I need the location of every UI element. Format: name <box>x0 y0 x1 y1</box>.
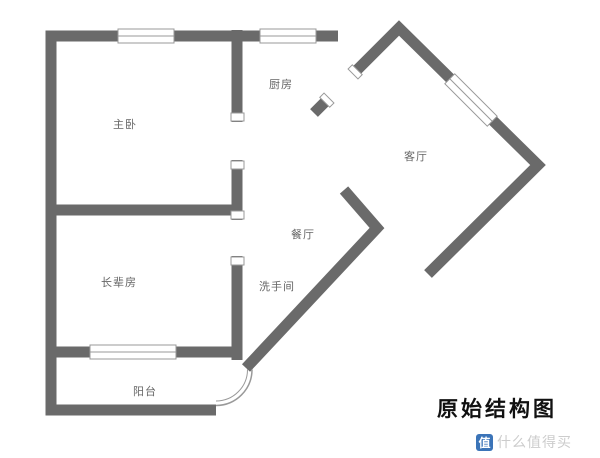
watermark-badge-icon: 值 <box>476 433 493 451</box>
doors-group <box>229 64 363 266</box>
balcony-curve <box>215 369 253 407</box>
room-label-balcony: 阳台 <box>133 386 157 398</box>
page-title: 原始结构图 <box>437 398 557 421</box>
watermark-text: 什么值得买 <box>497 434 572 450</box>
balcony-curve-inner <box>215 369 248 402</box>
window-icon <box>259 28 317 44</box>
door-opening-kitchen <box>319 64 363 108</box>
balcony-curve-outer <box>215 369 253 407</box>
door-opening-elder-room <box>229 210 246 266</box>
windows-group <box>89 28 498 360</box>
window-icon <box>89 344 177 360</box>
room-label-master-bedroom: 主卧 <box>113 119 137 131</box>
watermark: 值 什么值得买 <box>476 432 572 452</box>
entry-bathroom-diagonal-wall <box>241 186 385 372</box>
room-label-kitchen: 厨房 <box>269 79 293 91</box>
door-opening-master <box>229 112 246 170</box>
room-label-bathroom: 洗手间 <box>259 281 295 293</box>
outer-wall-left-top-bottom <box>45 30 338 416</box>
window-icon <box>117 28 175 44</box>
room-label-dining-room: 餐厅 <box>291 229 315 241</box>
window-icon <box>444 73 498 127</box>
room-label-living-room: 客厅 <box>404 151 428 163</box>
room-label-elder-room: 长辈房 <box>101 277 137 289</box>
